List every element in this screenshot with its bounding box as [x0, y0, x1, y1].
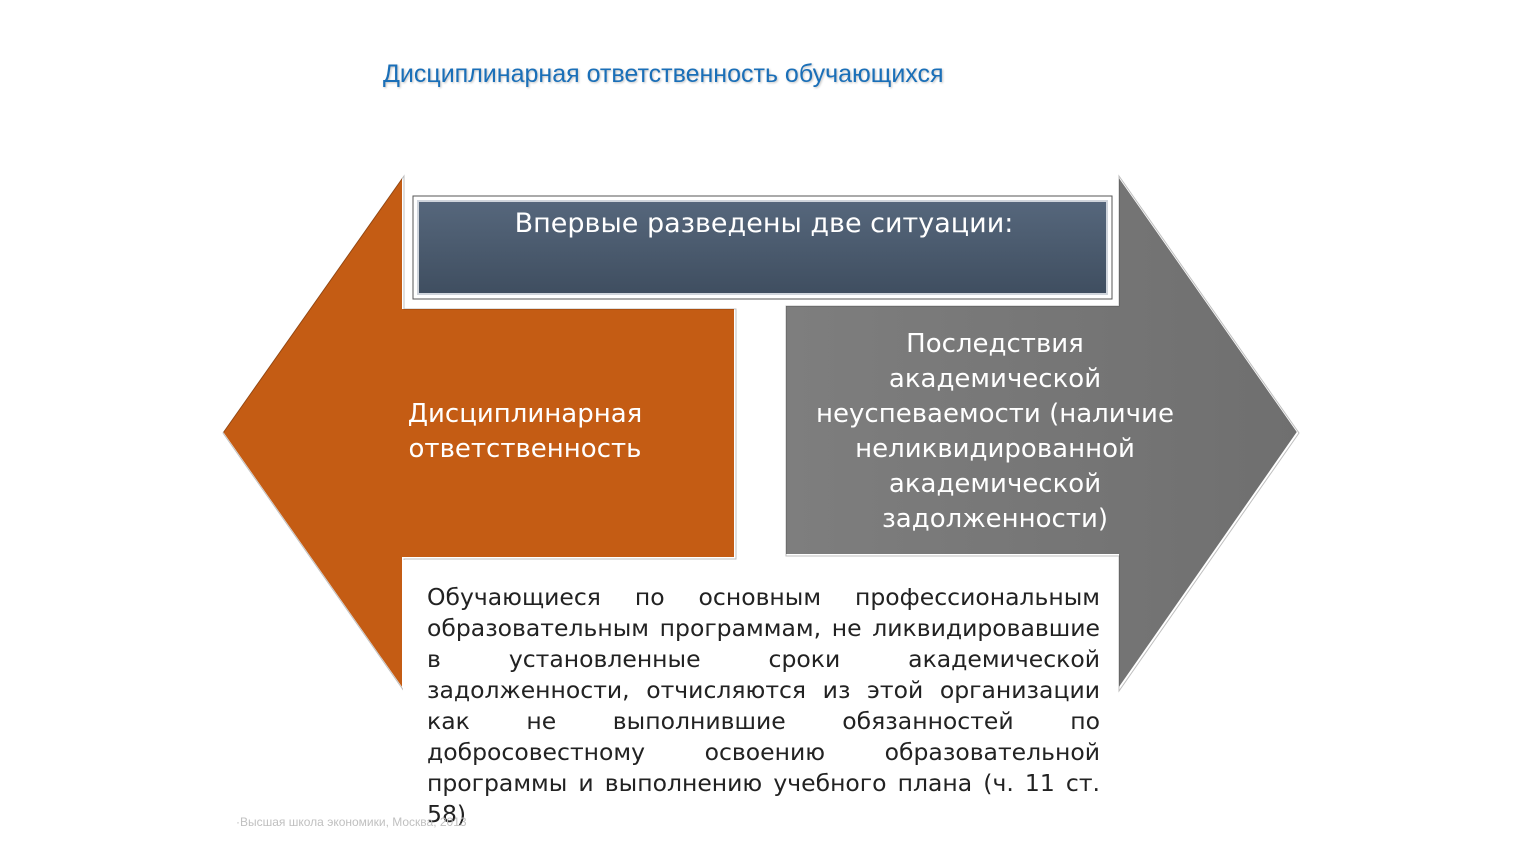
body-paragraph: Обучающиеся по основным профессиональным… — [427, 583, 1100, 828]
left-box-label: Дисциплинарная ответственность — [407, 399, 643, 464]
header-text: Впервые разведены две ситуации: — [514, 208, 1014, 239]
right-arrow-shape — [784, 171, 1300, 694]
left-arrow-shape — [220, 171, 736, 694]
body-box — [403, 560, 1118, 810]
footer-text: ·Высшая школа экономики, Москва, 2013 — [236, 815, 467, 829]
slide-title: Дисциплинарная ответственность обучающих… — [383, 60, 944, 88]
right-box-label: Последствия академической неуспеваемости… — [816, 329, 1174, 534]
